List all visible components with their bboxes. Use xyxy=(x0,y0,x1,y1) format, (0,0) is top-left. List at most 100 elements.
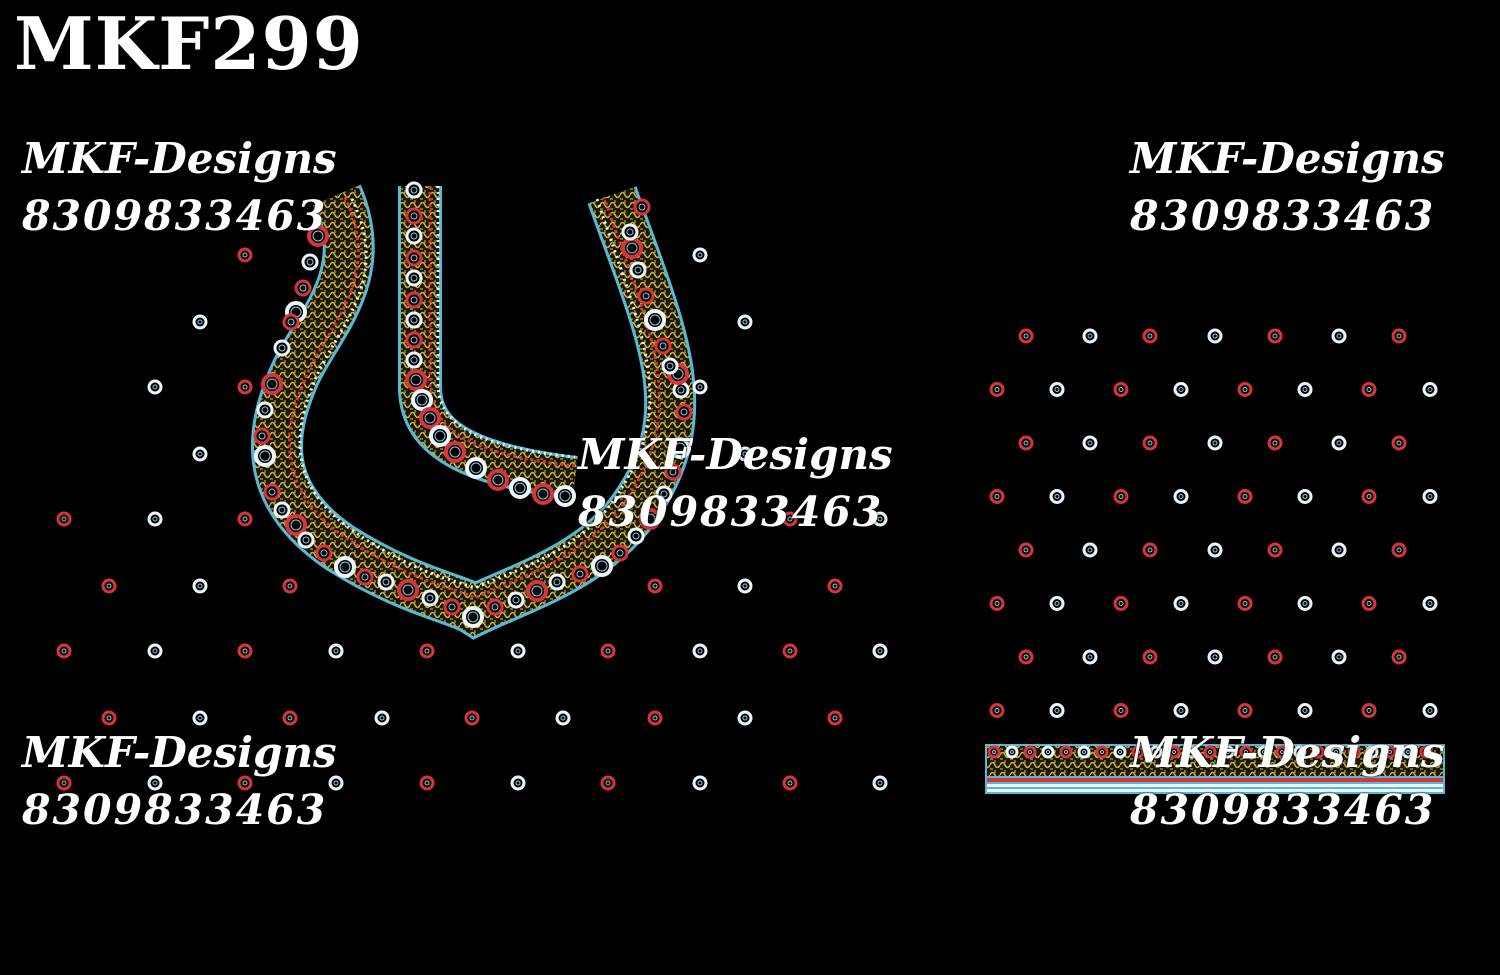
white-sequin-motif xyxy=(1185,745,1199,759)
red-sequin-motif xyxy=(1142,328,1158,344)
red-sequin-motif xyxy=(1239,745,1253,759)
white-sequin-motif xyxy=(421,589,439,607)
sequin-center xyxy=(680,408,688,416)
red-sequin-motif xyxy=(101,578,117,594)
sequin-center xyxy=(697,384,703,390)
white-sequin-motif xyxy=(147,775,163,791)
sequin-center xyxy=(1087,440,1093,446)
sequin-center xyxy=(1272,440,1278,446)
sequin-center xyxy=(742,319,748,325)
sequin-center xyxy=(787,648,793,654)
white-sequin-motif xyxy=(405,351,423,369)
red-sequin-motif xyxy=(600,643,616,659)
red-sequin-motif xyxy=(1361,703,1377,718)
sequin-center xyxy=(1118,494,1124,499)
red-sequin-motif xyxy=(1018,649,1034,665)
sequin-center xyxy=(992,750,996,754)
red-sequin-motif xyxy=(989,382,1005,397)
sequin-center xyxy=(1366,708,1372,713)
sequin-center xyxy=(416,394,428,406)
sequin-center xyxy=(259,450,271,462)
sequin-center xyxy=(669,468,677,476)
sequin-center xyxy=(1302,494,1308,499)
sequin-center xyxy=(632,532,640,540)
red-sequin-motif xyxy=(282,313,300,331)
sequin-center xyxy=(1370,750,1374,754)
sequin-center xyxy=(197,451,203,457)
sequin-center xyxy=(312,230,324,242)
sequin-center xyxy=(672,368,684,380)
sequin-center xyxy=(424,648,430,654)
white-sequin-motif xyxy=(692,775,708,791)
sequin-center xyxy=(379,715,385,721)
red-sequin-motif xyxy=(486,598,504,616)
watermark-phone: 8309833463 xyxy=(22,192,328,240)
sequin-center xyxy=(1396,440,1402,446)
sequin-center xyxy=(410,336,418,344)
white-sequin-motif xyxy=(1207,435,1223,451)
sequin-center xyxy=(1054,708,1060,713)
white-sequin-motif xyxy=(644,309,666,331)
sequin-center xyxy=(1272,654,1278,660)
red-sequin-motif xyxy=(611,544,629,562)
red-sequin-motif xyxy=(405,249,423,267)
sequin-center xyxy=(1427,387,1433,392)
sequin-center xyxy=(1212,547,1218,553)
white-sequin-motif xyxy=(555,710,571,726)
sequin-center xyxy=(742,715,748,721)
white-sequin-motif xyxy=(509,477,531,499)
red-sequin-motif xyxy=(282,710,298,726)
sequin-center xyxy=(877,516,883,522)
white-sequin-motif xyxy=(273,339,291,357)
sequin-center xyxy=(616,549,624,557)
red-sequin-motif xyxy=(633,198,651,216)
white-sequin-motif xyxy=(147,511,163,527)
red-sequin-motif xyxy=(56,511,72,527)
white-sequin-motif xyxy=(1422,596,1438,611)
red-sequin-motif xyxy=(1018,328,1034,344)
sequin-center xyxy=(1262,750,1266,754)
sequin-center xyxy=(382,578,390,586)
sequin-center xyxy=(1242,601,1248,606)
red-sequin-motif xyxy=(444,441,466,463)
white-sequin-motif xyxy=(465,457,487,479)
sequin-center xyxy=(553,578,561,586)
white-sequin-motif xyxy=(1331,328,1347,344)
sequin-center xyxy=(1118,708,1124,713)
white-sequin-motif xyxy=(872,775,888,791)
white-sequin-motif xyxy=(328,643,344,659)
sequin-center xyxy=(1427,494,1433,499)
sequin-center xyxy=(333,780,339,786)
sequin-center xyxy=(1136,750,1140,754)
white-sequin-motif xyxy=(672,381,690,399)
sequin-center xyxy=(410,296,418,304)
sequin-center xyxy=(1087,333,1093,339)
red-sequin-motif xyxy=(1275,745,1289,759)
white-sequin-motif xyxy=(254,445,276,467)
sequin-center xyxy=(1087,654,1093,660)
white-sequin-motif xyxy=(1173,489,1189,504)
red-sequin-motif xyxy=(526,580,548,602)
sequin-center xyxy=(242,384,248,390)
red-sequin-motif xyxy=(782,511,798,527)
sequin-center xyxy=(410,374,422,386)
sequin-center xyxy=(410,254,418,262)
white-sequin-motif xyxy=(377,573,395,591)
sequin-center xyxy=(1054,601,1060,606)
white-sequin-motif xyxy=(627,527,645,545)
sequin-center xyxy=(1147,547,1153,553)
sequin-center xyxy=(410,274,418,282)
sequin-center xyxy=(1023,654,1029,660)
red-sequin-motif xyxy=(405,291,423,309)
sequin-center xyxy=(287,583,293,589)
sequin-center xyxy=(306,258,314,266)
white-sequin-motif xyxy=(1207,328,1223,344)
red-sequin-motif xyxy=(1237,703,1253,718)
sequin-center xyxy=(152,516,158,522)
sequin-center xyxy=(1366,387,1372,392)
sequin-center xyxy=(677,386,685,394)
sequin-center xyxy=(660,490,668,498)
sequin-center xyxy=(361,573,369,581)
red-sequin-motif xyxy=(654,337,672,355)
sequin-center xyxy=(652,715,658,721)
